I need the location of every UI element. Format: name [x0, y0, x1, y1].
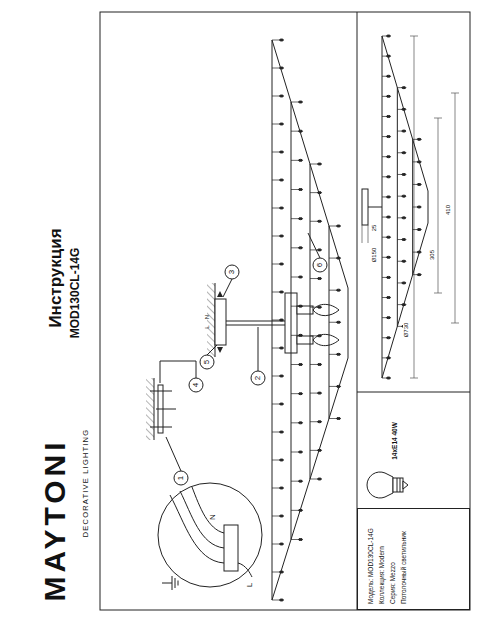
dimension-label: 25 [371, 224, 377, 233]
bulb-icon [367, 472, 408, 498]
crystal-pyramid [272, 39, 348, 601]
info-text: Серия: Mezzo [387, 514, 398, 604]
stem [226, 325, 285, 326]
brand-logo: MAYTONI [40, 438, 70, 601]
callout-number: 2 [254, 376, 262, 380]
frame-divider [357, 392, 470, 393]
callout-number: 5 [203, 360, 211, 364]
ceiling-line [154, 378, 155, 440]
info-text: Модель: MOD130CL-14G [365, 514, 376, 604]
lamp-spec: 14xE14 40W [392, 422, 399, 460]
callout-circle [174, 258, 327, 485]
leader-line [160, 233, 320, 471]
info-panel: Модель: MOD130CL-14GКоллекция: ModernСер… [357, 508, 470, 610]
dimension-label: Ø150 [371, 247, 377, 264]
dimension-label: 305 [429, 249, 435, 261]
callout-number: 6 [316, 263, 324, 267]
sheet-title: Инструкция [47, 228, 64, 327]
wire-label: L [246, 582, 254, 588]
stem [368, 207, 382, 208]
brand-tagline: DECORATIVE LIGHTING [82, 429, 90, 538]
wire-label: L [204, 325, 210, 328]
terminal-block [224, 525, 238, 571]
model-code: MOD130CL-14G [69, 248, 81, 339]
stem [226, 321, 285, 322]
dimension-line [362, 36, 459, 378]
crystal-pyramid [382, 35, 428, 379]
mount-arrow [217, 291, 223, 353]
callout-number: 3 [228, 270, 236, 274]
wire-label: N [209, 513, 217, 521]
ground-symbol [162, 576, 178, 590]
callout-number: 1 [177, 476, 185, 480]
callout-number: 4 [192, 383, 200, 387]
candle-bulbs [297, 304, 339, 345]
dimension-label: 410 [445, 204, 451, 216]
screw-symbol [150, 391, 176, 427]
dimension-label: Ø730 [403, 322, 409, 339]
ceiling-hatch [146, 378, 154, 440]
detail-circle [158, 483, 262, 587]
info-text: Коллекция: Modern [376, 514, 387, 604]
canopy [215, 299, 226, 345]
wire [170, 487, 252, 577]
canopy [362, 189, 368, 225]
ceiling-hatch [207, 283, 215, 357]
sheet-frame [100, 12, 470, 610]
wire-label: N [204, 315, 210, 319]
info-text: Потолочный светильник [398, 514, 409, 604]
